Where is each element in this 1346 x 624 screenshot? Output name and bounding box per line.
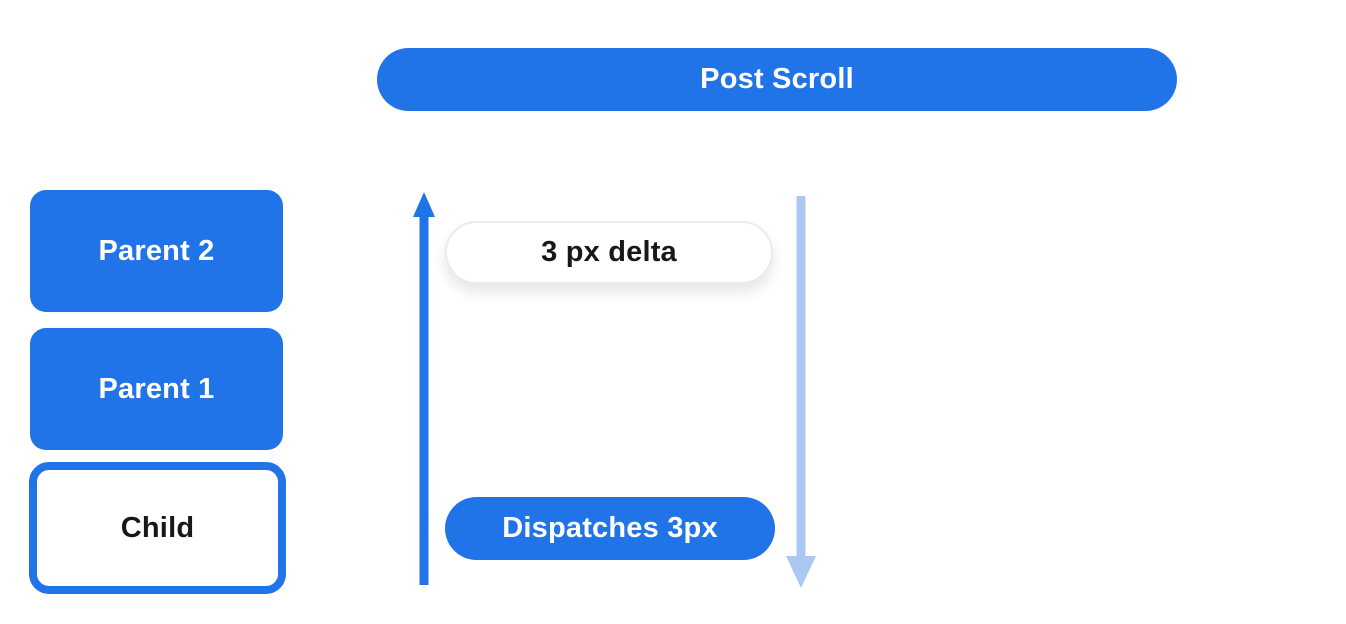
post-scroll-pill: Post Scroll [377,48,1177,111]
delta-label: 3 px delta [541,236,677,268]
delta-pill: 3 px delta [445,221,773,284]
up-arrow-icon [413,192,435,585]
child-box: Child [29,462,286,594]
dispatch-label: Dispatches 3px [502,512,718,544]
parent-2-label: Parent 2 [98,234,215,267]
dispatch-pill: Dispatches 3px [445,497,775,560]
parent-2-box: Parent 2 [30,190,283,312]
down-arrow-icon [786,196,816,588]
post-scroll-label: Post Scroll [700,63,854,95]
parent-1-label: Parent 1 [98,372,215,405]
parent-1-box: Parent 1 [30,328,283,450]
child-label: Child [120,511,195,544]
